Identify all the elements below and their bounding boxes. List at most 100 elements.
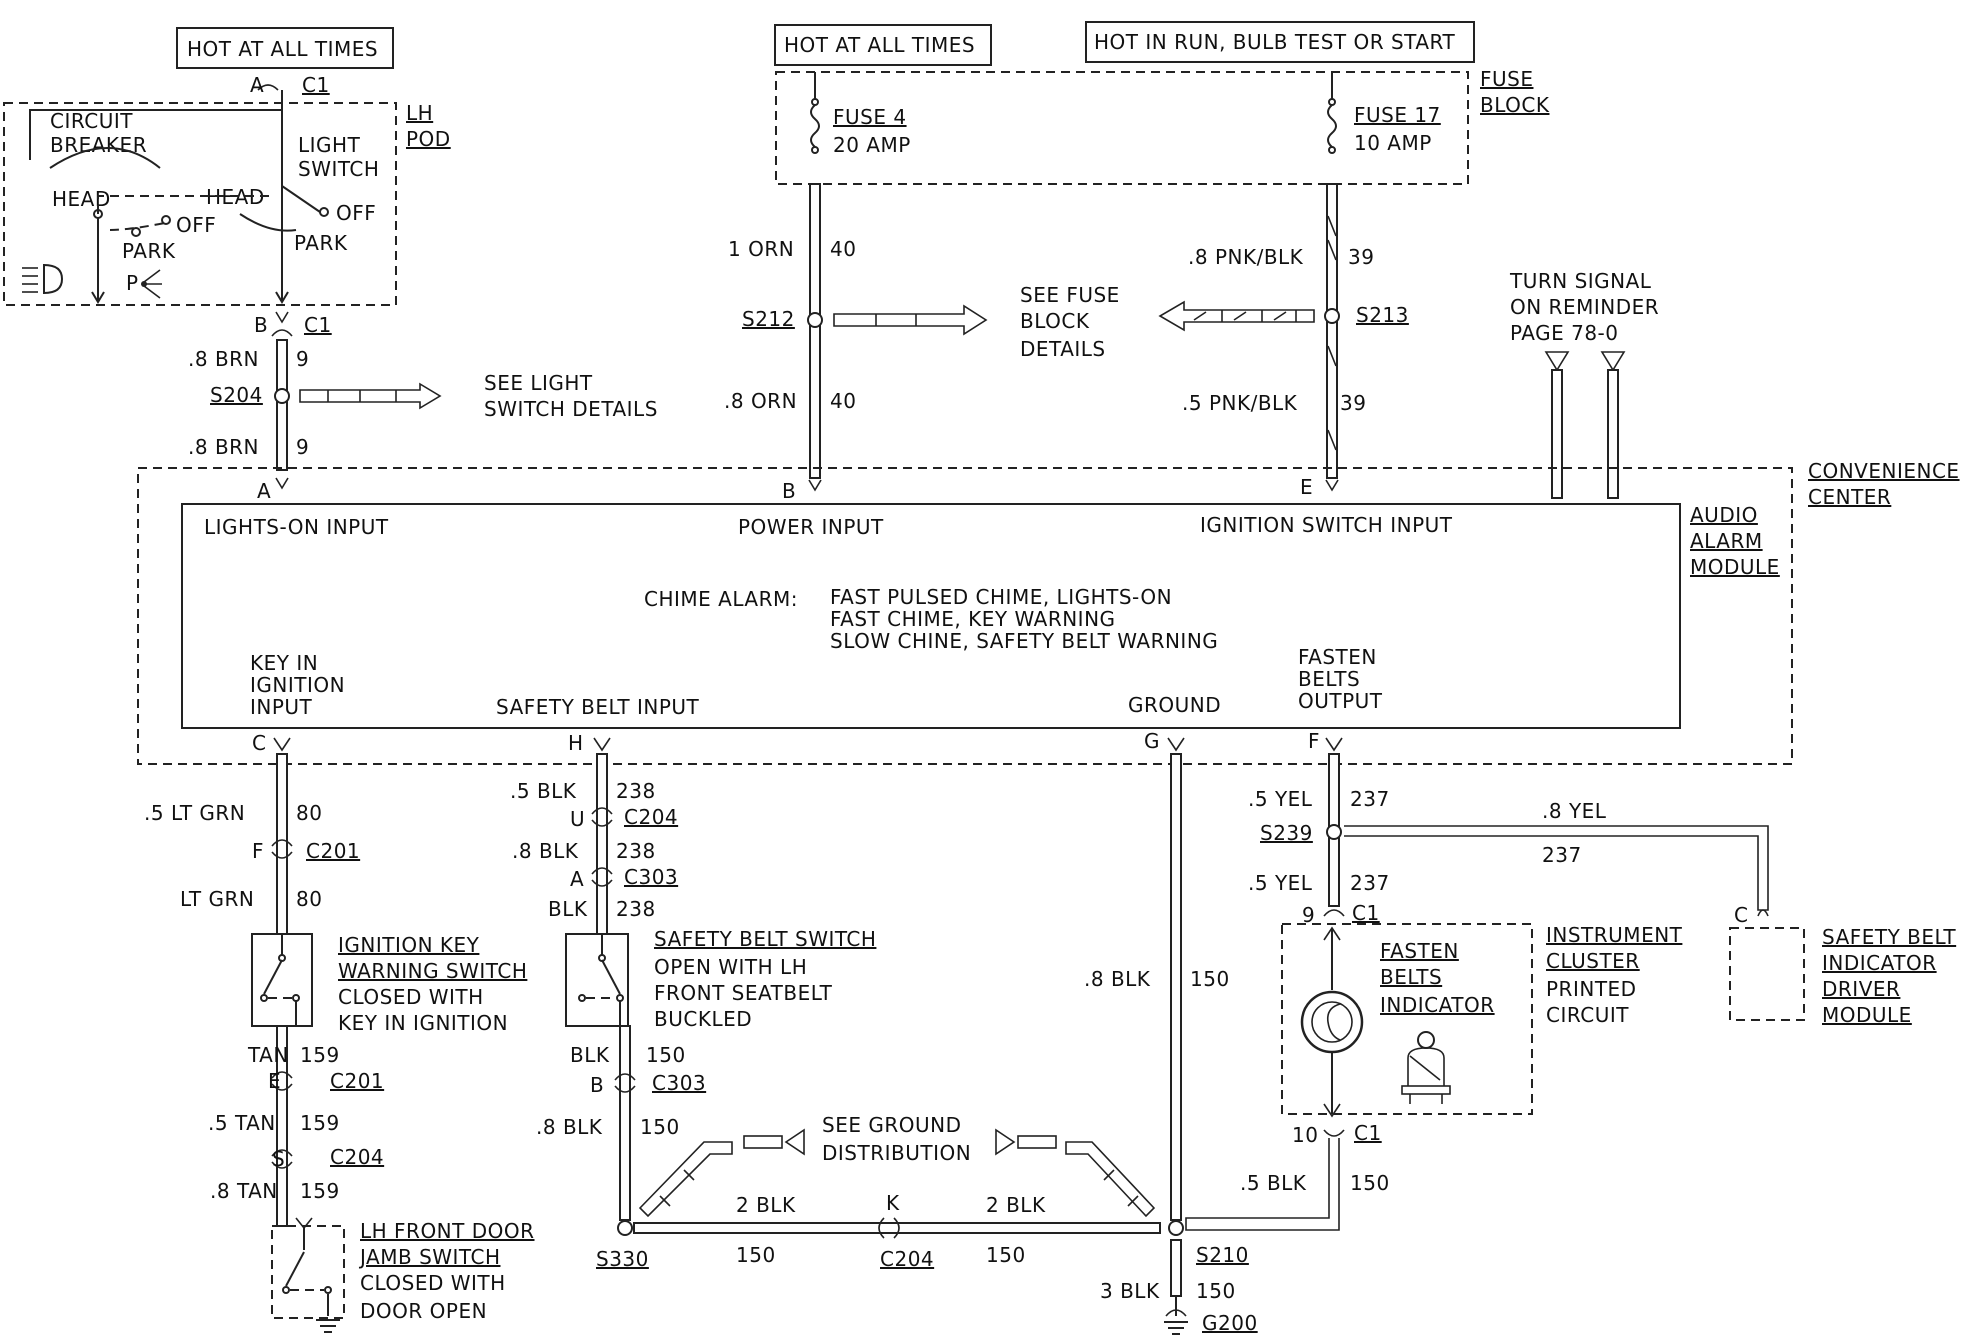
svg-text:FASTEN: FASTEN <box>1380 939 1459 963</box>
wire-40-orn: 1 ORN 40 S212 .8 ORN 40 B <box>724 183 988 503</box>
svg-text:OFF: OFF <box>336 201 376 225</box>
svg-text:WARNING SWITCH: WARNING SWITCH <box>338 959 527 983</box>
svg-text:C: C <box>1734 903 1748 927</box>
svg-text:150: 150 <box>1196 1279 1236 1303</box>
svg-text:LIGHTS-ON INPUT: LIGHTS-ON INPUT <box>204 515 389 539</box>
svg-text:C204: C204 <box>330 1145 384 1169</box>
svg-text:.5 YEL: .5 YEL <box>1248 787 1313 811</box>
svg-text:INDICATOR: INDICATOR <box>1380 993 1495 1017</box>
svg-text:150: 150 <box>986 1243 1026 1267</box>
svg-text:A: A <box>570 867 584 891</box>
svg-text:CENTER: CENTER <box>1808 485 1891 509</box>
instrument-cluster-printed-circuit: INSTRUMENT CLUSTER PRINTED CIRCUIT FASTE… <box>1281 923 1682 1118</box>
svg-text:HEAD: HEAD <box>52 187 111 211</box>
svg-text:CONVENIENCE: CONVENIENCE <box>1808 459 1960 483</box>
svg-text:H: H <box>568 731 584 755</box>
svg-text:SEE LIGHT: SEE LIGHT <box>484 371 593 395</box>
svg-text:HOT AT ALL TIMES: HOT AT ALL TIMES <box>187 37 378 61</box>
svg-text:C303: C303 <box>624 865 678 889</box>
svg-text:G200: G200 <box>1202 1311 1258 1335</box>
svg-text:ON REMINDER: ON REMINDER <box>1510 295 1659 319</box>
svg-text:.5 LT GRN: .5 LT GRN <box>144 801 245 825</box>
svg-text:.8 BRN: .8 BRN <box>188 347 259 371</box>
svg-text:.8 ORN: .8 ORN <box>724 389 797 413</box>
svg-text:40: 40 <box>830 237 856 261</box>
svg-text:.8 BRN: .8 BRN <box>188 435 259 459</box>
svg-text:E: E <box>1300 475 1313 499</box>
svg-text:C204: C204 <box>624 805 678 829</box>
svg-text:159: 159 <box>300 1111 340 1135</box>
svg-text:150: 150 <box>1190 967 1230 991</box>
svg-text:B: B <box>254 313 268 337</box>
svg-text:B: B <box>782 479 796 503</box>
svg-text:159: 159 <box>300 1043 340 1067</box>
svg-text:SLOW CHINE, SAFETY BELT WARNIN: SLOW CHINE, SAFETY BELT WARNING <box>830 629 1218 653</box>
svg-text:C201: C201 <box>330 1069 384 1093</box>
svg-text:K: K <box>886 1191 900 1215</box>
svg-text:IGNITION SWITCH INPUT: IGNITION SWITCH INPUT <box>1200 513 1453 537</box>
svg-text:LH: LH <box>406 101 433 125</box>
svg-text:.5 YEL: .5 YEL <box>1248 871 1313 895</box>
svg-text:IGNITION: IGNITION <box>250 673 345 697</box>
svg-text:150: 150 <box>640 1115 680 1139</box>
svg-text:C1: C1 <box>1352 901 1380 925</box>
svg-text:POD: POD <box>406 127 451 151</box>
svg-text:.5 PNK/BLK: .5 PNK/BLK <box>1182 391 1298 415</box>
svg-text:150: 150 <box>1350 1171 1390 1195</box>
turn-signal-reminder: TURN SIGNAL ON REMINDER PAGE 78-0 <box>1509 269 1659 499</box>
wire-150-blk-left: BLK 150 B C303 .8 BLK 150 S330 <box>536 1025 706 1271</box>
svg-text:C201: C201 <box>306 839 360 863</box>
svg-text:BLOCK: BLOCK <box>1480 93 1550 117</box>
wire-237-yel: .5 YEL 237 S239 .5 YEL 237 .8 YEL 237 C … <box>1248 753 1769 927</box>
svg-text:BELTS: BELTS <box>1380 965 1442 989</box>
safety-belt-switch: SAFETY BELT SWITCH OPEN WITH LH FRONT SE… <box>565 927 876 1031</box>
svg-text:SAFETY BELT SWITCH: SAFETY BELT SWITCH <box>654 927 876 951</box>
svg-text:CLOSED WITH: CLOSED WITH <box>338 985 484 1009</box>
svg-text:FASTEN: FASTEN <box>1298 645 1377 669</box>
svg-text:P: P <box>126 271 139 295</box>
svg-text:150: 150 <box>646 1043 686 1067</box>
wire-238-blk: .5 BLK 238 U C204 .8 BLK 238 A C303 BLK … <box>510 753 678 935</box>
svg-text:A: A <box>250 73 264 97</box>
svg-text:BREAKER: BREAKER <box>50 133 147 157</box>
svg-text:2 BLK: 2 BLK <box>986 1193 1046 1217</box>
svg-text:MODULE: MODULE <box>1822 1003 1912 1027</box>
svg-text:.5 BLK: .5 BLK <box>510 779 577 803</box>
svg-text:40: 40 <box>830 389 856 413</box>
svg-text:BELTS: BELTS <box>1298 667 1360 691</box>
wire-9-brn: B C1 .8 BRN 9 S204 .8 BRN 9 SEE LIGHT SW… <box>188 311 657 503</box>
svg-text:9: 9 <box>1302 903 1315 927</box>
svg-text:CLOSED WITH: CLOSED WITH <box>360 1271 506 1295</box>
svg-text:LT GRN: LT GRN <box>180 887 254 911</box>
svg-text:C: C <box>252 731 266 755</box>
fuse-17: FUSE 17 10 AMP <box>1327 72 1440 155</box>
hot-at-all-times-box-2: HOT AT ALL TIMES <box>774 24 992 66</box>
lh-front-door-jamb-switch: LH FRONT DOOR JAMB SWITCH CLOSED WITH DO… <box>271 1217 534 1333</box>
svg-text:.5 BLK: .5 BLK <box>1240 1171 1307 1195</box>
svg-text:IGNITION KEY: IGNITION KEY <box>338 933 480 957</box>
svg-text:C1: C1 <box>302 73 330 97</box>
svg-text:PARK: PARK <box>122 239 176 263</box>
svg-text:.8 YEL: .8 YEL <box>1542 799 1607 823</box>
svg-text:MODULE: MODULE <box>1690 555 1780 579</box>
svg-text:JAMB SWITCH: JAMB SWITCH <box>358 1245 500 1269</box>
svg-text:DISTRIBUTION: DISTRIBUTION <box>822 1141 971 1165</box>
svg-text:C1: C1 <box>1354 1121 1382 1145</box>
wire-150-horizontal: 2 BLK 150 K C204 2 BLK 150 <box>633 1191 1161 1271</box>
svg-text:238: 238 <box>616 779 656 803</box>
svg-text:.8 BLK: .8 BLK <box>512 839 579 863</box>
svg-text:AUDIO: AUDIO <box>1690 503 1758 527</box>
wire-150-ground-trunk: .8 BLK 150 S210 3 BLK 150 G200 <box>1084 753 1258 1335</box>
svg-text:FRONT SEATBELT: FRONT SEATBELT <box>654 981 833 1005</box>
svg-text:BUCKLED: BUCKLED <box>654 1007 752 1031</box>
svg-text:20 AMP: 20 AMP <box>833 133 911 157</box>
svg-text:237: 237 <box>1542 843 1582 867</box>
svg-text:159: 159 <box>300 1179 340 1203</box>
svg-text:.8 BLK: .8 BLK <box>536 1115 603 1139</box>
svg-text:CIRCUIT: CIRCUIT <box>50 109 133 133</box>
svg-text:SAFETY BELT INPUT: SAFETY BELT INPUT <box>496 695 700 719</box>
svg-text:G: G <box>1144 729 1160 753</box>
svg-text:F: F <box>252 839 264 863</box>
svg-text:E: E <box>268 1069 281 1093</box>
